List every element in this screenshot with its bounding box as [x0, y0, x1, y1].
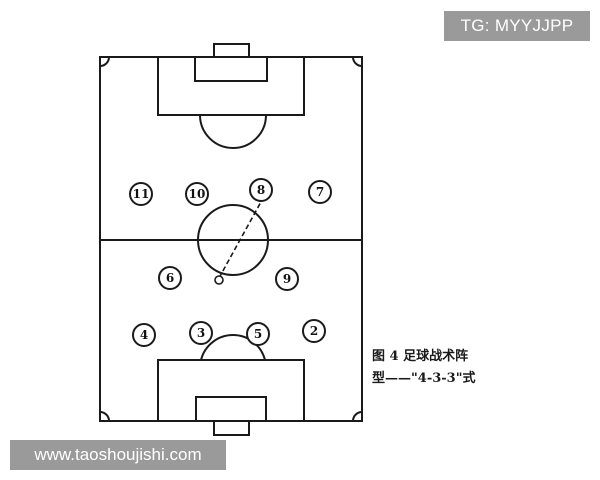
- watermark-bottom: www.taoshoujishi.com: [10, 440, 226, 470]
- corner-arc-bottom-left: [99, 411, 110, 422]
- player-11-number: 11: [133, 187, 150, 201]
- player-3-marker: [189, 321, 213, 345]
- top-penalty-box: [157, 56, 305, 116]
- top-goal: [213, 43, 250, 58]
- player-8-number: 8: [257, 183, 265, 197]
- caption-line-2: 型——"4-3-3"式: [372, 371, 476, 386]
- player-3-number: 3: [197, 326, 205, 340]
- player-6-number: 6: [166, 271, 174, 285]
- player-8-marker: [249, 178, 273, 202]
- player-4-marker: [132, 323, 156, 347]
- corner-arc-top-right: [352, 56, 363, 67]
- player-4-number: 4: [140, 328, 148, 342]
- player-2-number: 2: [310, 324, 318, 338]
- corner-arc-bottom-right: [352, 411, 363, 422]
- player-7-number: 7: [316, 185, 324, 199]
- bottom-penalty-box: [157, 359, 305, 422]
- player-11-marker: [129, 182, 153, 206]
- corner-arc-top-left: [99, 56, 110, 67]
- player-5-marker: [246, 322, 270, 346]
- player-2-marker: [302, 319, 326, 343]
- figure-caption: 图 4 足球战术阵 型——"4-3-3"式: [372, 346, 512, 390]
- player-10-marker: [185, 182, 209, 206]
- player-9-number: 9: [283, 272, 291, 286]
- top-penalty-arc: [199, 114, 267, 149]
- top-goal-area: [194, 56, 268, 82]
- ball-icon: [214, 275, 224, 285]
- player-7-marker: [308, 180, 332, 204]
- bottom-penalty-arc: [200, 334, 266, 361]
- player-10-number: 10: [189, 187, 206, 201]
- pass-line: [218, 199, 263, 279]
- player-9-marker: [275, 267, 299, 291]
- bottom-goal-area: [195, 396, 267, 422]
- watermark-top: TG: MYYJJPP: [444, 11, 590, 41]
- player-5-number: 5: [254, 327, 262, 341]
- caption-line-1: 图 4 足球战术阵: [372, 349, 469, 364]
- center-circle: [197, 204, 269, 276]
- bottom-goal: [213, 420, 250, 436]
- player-6-marker: [158, 266, 182, 290]
